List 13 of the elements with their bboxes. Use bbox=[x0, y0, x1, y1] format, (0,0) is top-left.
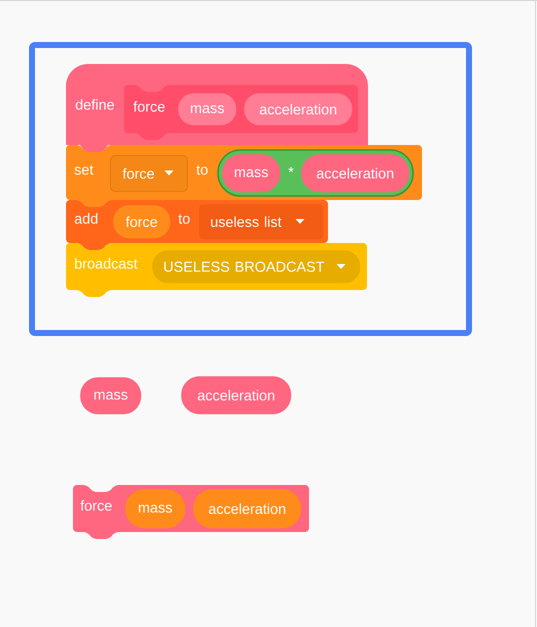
reporter-pill: mass bbox=[125, 489, 186, 528]
highlight-frame bbox=[29, 42, 472, 336]
reporter-pill: force bbox=[113, 205, 170, 238]
dropdown-menu: useless list bbox=[199, 204, 324, 240]
reporter-pill: acceleration bbox=[181, 376, 292, 414]
reporter-pill: acceleration bbox=[301, 154, 410, 192]
dropdown-menu: force bbox=[110, 155, 188, 192]
reporter-pill: acceleration bbox=[244, 93, 352, 126]
reporter-pill: mass bbox=[222, 154, 280, 192]
dropdown-menu: USELESS BROADCAST bbox=[152, 250, 360, 284]
reporter-pill: acceleration bbox=[193, 489, 302, 528]
reporter-pill: mass bbox=[178, 93, 236, 126]
reporter-pill: mass bbox=[80, 377, 142, 414]
